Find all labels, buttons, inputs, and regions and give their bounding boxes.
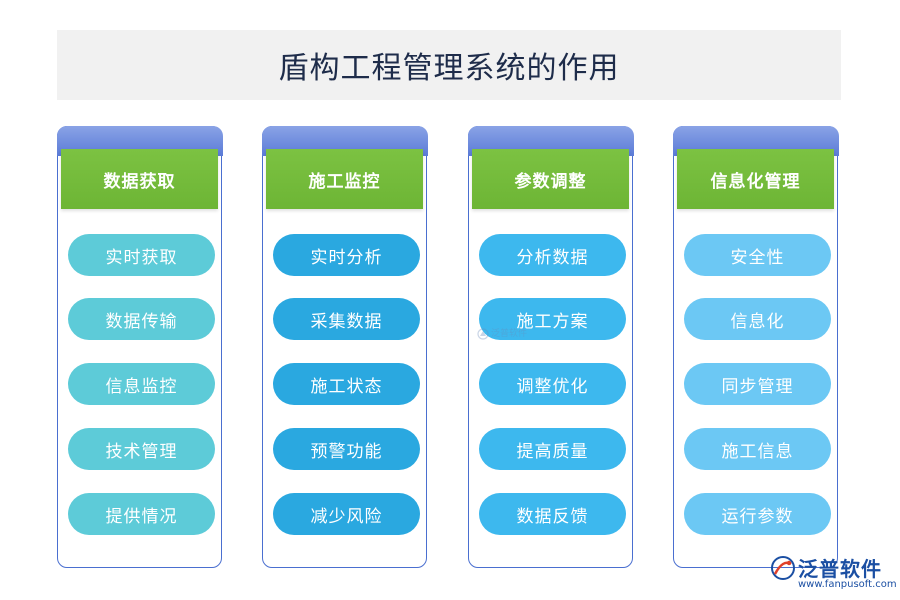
column-item: 信息化 [684,298,831,340]
diagram-title: 盾构工程管理系统的作用 [278,51,620,86]
column-header-label: 参数调整 [514,171,587,192]
column-item: 采集数据 [273,298,420,340]
column-item: 分析数据 [479,234,626,276]
column-item: 预警功能 [273,428,420,470]
center-watermark: 泛普软件 [477,325,537,341]
column-item: 实时分析 [273,234,420,276]
column-header: 数据获取 [61,149,218,209]
column-header: 施工监控 [266,149,423,209]
column-item: 技术管理 [68,428,215,470]
column-data-acquisition: 数据获取 实时获取 数据传输 信息监控 技术管理 提供情况 [56,125,223,568]
column-item: 数据传输 [68,298,215,340]
column-item: 施工状态 [273,363,420,405]
brand-logo-icon [771,556,795,580]
column-header-label: 信息化管理 [710,171,801,192]
column-item: 运行参数 [684,493,831,535]
column-item: 提供情况 [68,493,215,535]
column-header-label: 数据获取 [103,171,176,192]
column-item: 信息监控 [68,363,215,405]
column-item: 安全性 [684,234,831,276]
column-item: 同步管理 [684,363,831,405]
column-header-label: 施工监控 [308,171,381,192]
column-information-management: 信息化管理 安全性 信息化 同步管理 施工信息 运行参数 [672,125,839,568]
brand-url: www.fanpusoft.com [798,579,897,590]
brand-watermark: 泛普软件 www.fanpusoft.com [768,552,897,596]
title-bar: 盾构工程管理系统的作用 [57,30,841,100]
watermark-logo-icon [477,328,489,340]
column-item: 施工方案 [479,298,626,340]
column-item: 施工信息 [684,428,831,470]
column-item: 减少风险 [273,493,420,535]
column-parameter-adjustment: 参数调整 分析数据 施工方案 调整优化 提高质量 数据反馈 [467,125,634,568]
column-item: 调整优化 [479,363,626,405]
center-watermark-text: 泛普软件 [491,329,528,339]
column-item: 提高质量 [479,428,626,470]
column-header: 信息化管理 [677,149,834,209]
column-item: 数据反馈 [479,493,626,535]
column-header: 参数调整 [472,149,629,209]
column-item: 实时获取 [68,234,215,276]
column-construction-monitoring: 施工监控 实时分析 采集数据 施工状态 预警功能 减少风险 [261,125,428,568]
brand-name: 泛普软件 [798,557,882,581]
